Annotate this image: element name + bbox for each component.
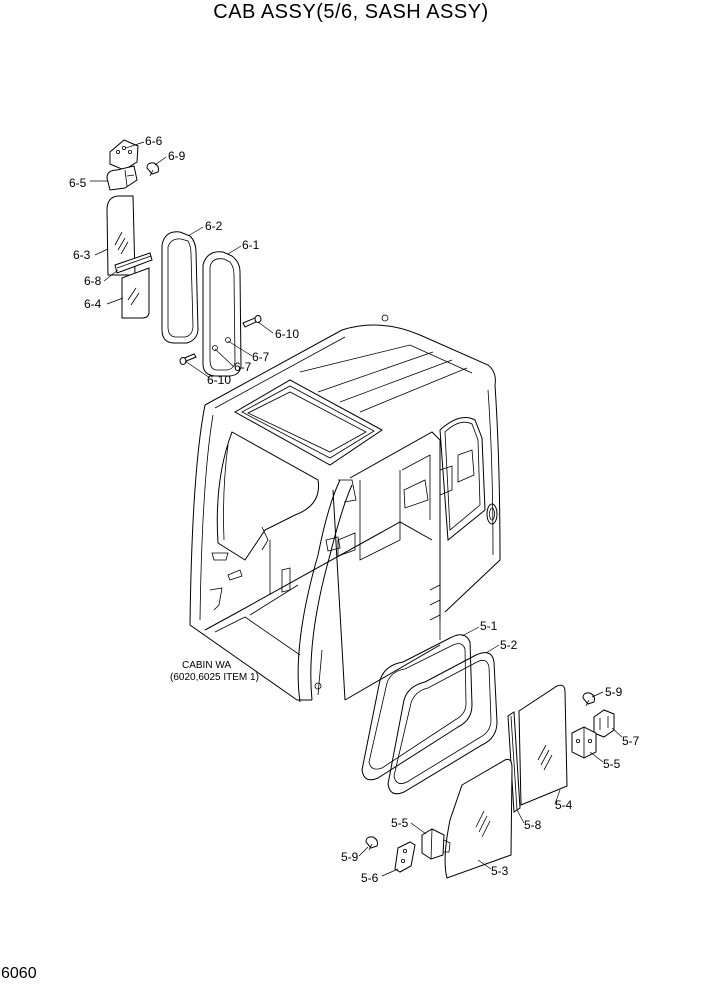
part-6-8-channel xyxy=(114,252,153,274)
part-5-2-sash-frame xyxy=(387,652,498,795)
callout-5-5-left: 5-5 xyxy=(391,816,409,830)
part-6-10-screw-lower xyxy=(179,353,197,365)
callout-5-8: 5-8 xyxy=(524,818,542,832)
callout-6-5: 6-5 xyxy=(69,176,87,190)
callout-5-9-right: 5-9 xyxy=(605,685,623,699)
part-5-3-front-glass xyxy=(444,758,513,879)
part-6-9-bolt xyxy=(146,162,159,177)
callout-6-6: 6-6 xyxy=(145,134,163,148)
part-6-3-upper-glass xyxy=(106,195,136,276)
page-title: CAB ASSY(5/6, SASH ASSY) xyxy=(213,1,489,23)
callout-6-2: 6-2 xyxy=(205,219,223,233)
callout-6-8: 6-8 xyxy=(84,274,102,288)
callout-5-3: 5-3 xyxy=(491,864,509,878)
callout-5-2: 5-2 xyxy=(500,638,518,652)
callout-6-10-lower: 6-10 xyxy=(207,373,231,387)
part-6-1-sash-frame xyxy=(202,251,242,377)
callout-6-10-upper: 6-10 xyxy=(275,327,299,341)
callout-5-5-right: 5-5 xyxy=(603,757,621,771)
cabin-note-line2: (6020,6025 ITEM 1) xyxy=(170,672,259,683)
callout-6-7-upper: 6-7 xyxy=(252,350,270,364)
callout-5-6: 5-6 xyxy=(361,871,379,885)
callout-6-7-lower: 6-7 xyxy=(234,360,252,374)
page-number: 6060 xyxy=(1,965,37,982)
callout-6-3: 6-3 xyxy=(73,248,91,262)
part-5-9-bolt-left xyxy=(365,836,378,851)
callout-5-1: 5-1 xyxy=(480,619,498,633)
part-5-7-latch-plate xyxy=(593,709,615,738)
callout-5-4: 5-4 xyxy=(555,798,573,812)
part-6-6-hinge-bracket xyxy=(109,139,139,171)
part-5-9-bolt-right xyxy=(582,692,595,707)
callout-6-1: 6-1 xyxy=(242,238,260,252)
callout-6-9: 6-9 xyxy=(168,149,186,163)
cabin-frame xyxy=(189,314,501,703)
part-6-2-seal xyxy=(161,231,199,344)
callout-labels: 6-6 6-9 6-5 6-3 6-8 6-4 6-2 6-1 6-10 6-7… xyxy=(69,134,640,885)
part-6-4-lower-glass xyxy=(121,267,150,319)
cabin-note-line1: CABIN WA xyxy=(182,660,231,671)
part-5-5-hinge-right xyxy=(571,726,597,759)
part-5-1-seal xyxy=(361,634,473,781)
callout-6-4: 6-4 xyxy=(84,297,102,311)
callout-5-7: 5-7 xyxy=(622,734,640,748)
part-6-5-latch xyxy=(106,165,138,191)
part-6-10-screw-upper xyxy=(242,315,262,328)
part-5-4-rear-glass xyxy=(518,684,568,806)
callout-5-9-left: 5-9 xyxy=(341,850,359,864)
part-5-6-plate xyxy=(394,841,416,873)
leader-lines xyxy=(90,141,623,877)
part-5-5-hinge-left xyxy=(421,828,451,860)
